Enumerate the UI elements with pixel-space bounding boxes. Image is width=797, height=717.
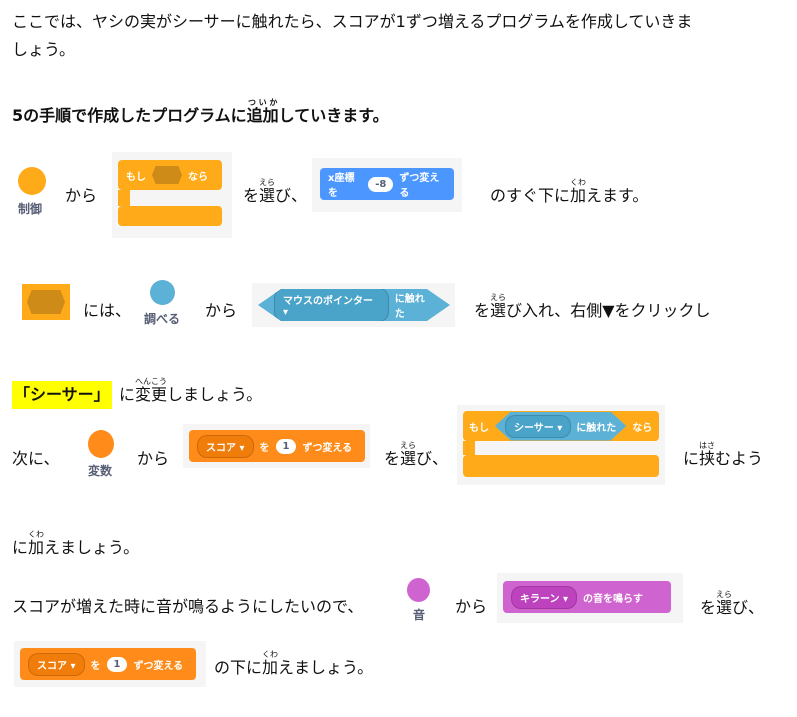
from-text: から	[205, 301, 238, 320]
choose-insert-text: を選えらび入れ、右側▼をクリックし	[474, 293, 711, 320]
from-text: から	[65, 186, 98, 205]
condition-slot	[152, 166, 182, 184]
if-block-image: もし なら	[112, 152, 232, 238]
variables-category-icon[interactable]	[88, 430, 114, 458]
heading: 5の手順で作成したプログラムに追加ついかしていきます。	[12, 98, 389, 125]
touching-block-image: マウスのポインター ▾に触れた	[252, 283, 455, 327]
add-below-text: の下に加くわえましょう。	[214, 650, 374, 677]
sensing-category-icon[interactable]	[150, 280, 175, 305]
sound-category-label: 音	[413, 608, 426, 622]
condition-slot-image	[22, 284, 70, 320]
from-text: から	[137, 449, 170, 468]
choose-text: を選えらび、	[243, 178, 308, 205]
next-text: 次に、	[12, 449, 60, 468]
control-category-label: 制御	[18, 202, 43, 216]
sensing-category-label: 調べる	[144, 312, 181, 326]
change-text: に変更へんこうしましょう。	[119, 377, 263, 404]
control-category-icon[interactable]	[18, 167, 46, 195]
if-touching-block-image: もしシーサー ▾に触れたなら	[457, 405, 665, 485]
choose-text: を選えらび、	[700, 590, 765, 617]
sound-intro-text: スコアが増えた時に音が鳴るようにしたいので、	[12, 597, 364, 616]
highlight-seesaa: 「シーサー」	[12, 381, 112, 409]
intro-line-1: ここでは、ヤシの実がシーサーに触れたら、スコアが1ずつ増えるプログラムを作成して…	[12, 12, 693, 31]
then-label: なら	[188, 171, 208, 183]
sandwich-text: に挟はさむよう	[683, 441, 764, 468]
intro-line-2: しょう。	[12, 40, 76, 59]
sound-category-icon[interactable]	[407, 578, 430, 602]
choose-text: を選えらび、	[384, 441, 449, 468]
from-text: から	[455, 597, 488, 616]
tail-text: のすぐ下に加くわえます。	[490, 178, 649, 205]
if-label: もし	[126, 171, 146, 183]
variables-category-label: 変数	[88, 464, 113, 478]
play-sound-block-image: キラーン ▾の音を鳴らす	[497, 573, 683, 623]
add-text: に加くわえましょう。	[12, 530, 140, 557]
in-text: には、	[83, 301, 132, 320]
